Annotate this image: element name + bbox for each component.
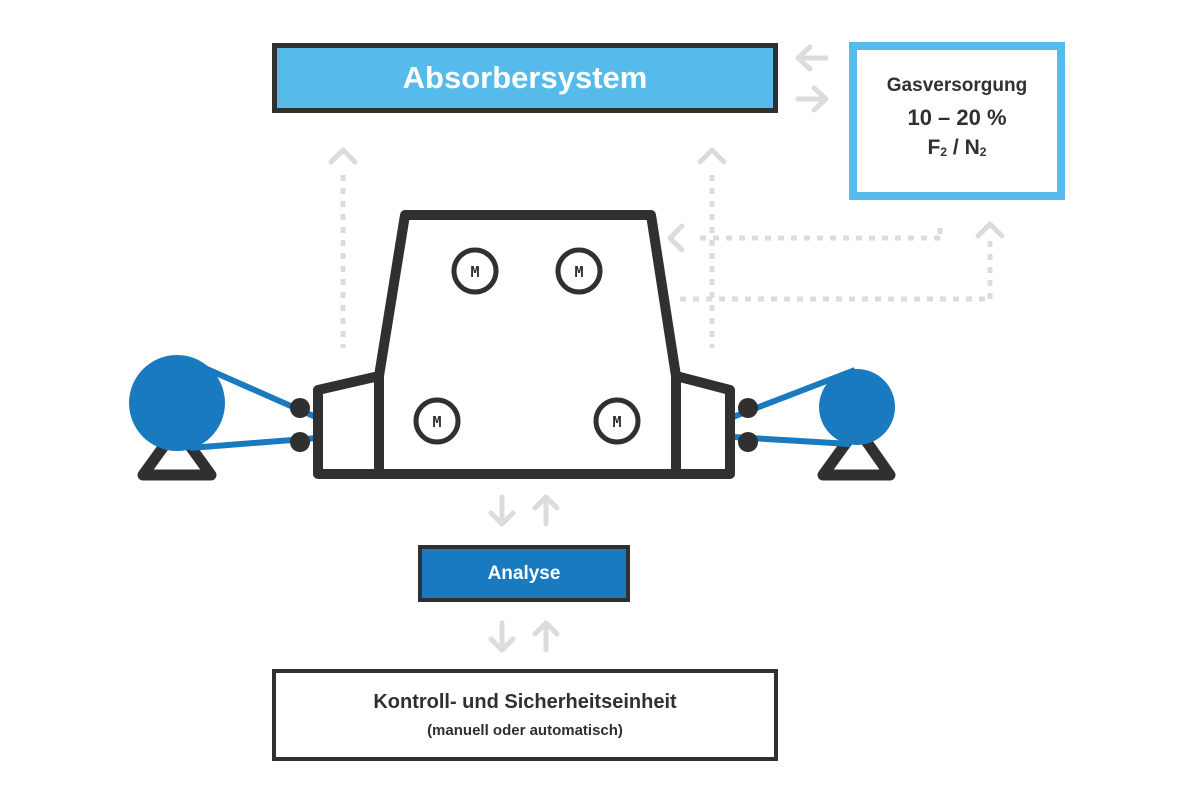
vertical-exchange-arrows: [488, 494, 560, 653]
left-reel: [129, 355, 320, 481]
motor-label: M: [432, 413, 441, 431]
control-safety-unit-box: Kontroll- und Sicherheitseinheit (manuel…: [272, 669, 778, 761]
down-arrow-icon: [488, 510, 516, 527]
up-arrow-icon: [328, 147, 358, 165]
rollers: [290, 398, 758, 452]
absorber-system-box: Absorbersystem: [272, 43, 778, 113]
gas-f: F: [927, 136, 941, 159]
motors: M M M M: [413, 247, 641, 445]
down-arrow-icon: [488, 636, 516, 653]
up-arrow-icon: [532, 494, 560, 511]
motor-icon: M: [413, 397, 461, 445]
gas-separator: /: [947, 136, 965, 159]
right-reel-drum: [819, 369, 895, 445]
analysis-box: Analyse: [418, 545, 630, 602]
gas-f-subscript: 2: [940, 145, 948, 159]
gas-mixture: F2 / N2: [928, 133, 987, 167]
right-reel-stand: [817, 422, 896, 481]
gas-supply-box: Gasversorgung 10 – 20 % F2 / N2: [849, 42, 1065, 200]
control-unit-subtitle: (manuell oder automatisch): [427, 722, 623, 739]
roller: [738, 398, 758, 418]
analysis-label: Analyse: [487, 562, 561, 584]
reaction-chamber: [313, 210, 735, 479]
control-unit-title: Kontroll- und Sicherheitseinheit: [373, 691, 677, 713]
gas-n-subscript: 2: [979, 145, 987, 159]
left-reel-drum: [129, 355, 225, 451]
motor-icon: M: [451, 247, 499, 295]
motor-icon: M: [555, 247, 603, 295]
up-arrow-icon: [697, 147, 727, 165]
right-reel: [731, 367, 896, 481]
gas-supply-title: Gasversorgung: [886, 75, 1028, 96]
motor-label: M: [470, 263, 479, 281]
gas-n: N: [964, 136, 980, 159]
up-arrow-icon: [532, 620, 560, 637]
arrowheads: [328, 147, 1005, 253]
right-arrow-icon: [811, 85, 829, 113]
roller: [290, 432, 310, 452]
motor-label: M: [612, 413, 621, 431]
up-arrow-icon: [975, 221, 1005, 239]
gas-exchange-arrows: [795, 44, 829, 113]
flow-lines: [340, 175, 993, 348]
left-arrow-icon: [795, 44, 813, 72]
motor-icon: M: [593, 397, 641, 445]
absorber-system-label: Absorbersystem: [402, 60, 648, 95]
gas-concentration: 10 – 20 %: [907, 105, 1007, 130]
roller: [738, 432, 758, 452]
motor-label: M: [574, 263, 583, 281]
left-reel-stand: [137, 422, 217, 481]
left-arrow-icon: [667, 223, 685, 253]
roller: [290, 398, 310, 418]
